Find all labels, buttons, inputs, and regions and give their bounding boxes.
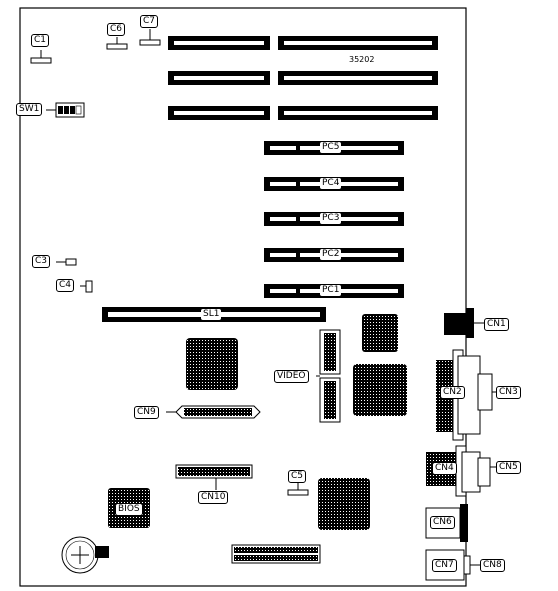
cn1-label: CN1 bbox=[484, 318, 509, 331]
c6-label: C6 bbox=[107, 23, 126, 36]
video-label: VIDEO bbox=[274, 370, 309, 383]
sw1-label: SW1 bbox=[16, 103, 43, 116]
cn3-label: CN3 bbox=[496, 386, 521, 399]
sw1-switch bbox=[46, 102, 85, 118]
pc2-label: PC2 bbox=[320, 249, 342, 260]
chip-2 bbox=[362, 314, 398, 352]
cn8-label: CN8 bbox=[480, 559, 505, 572]
c3-label: C3 bbox=[32, 255, 51, 268]
cn10-header bbox=[175, 464, 253, 490]
bios-label: BIOS bbox=[115, 503, 143, 516]
chip-3 bbox=[353, 364, 407, 416]
pc3-label: PC3 bbox=[320, 213, 342, 224]
video-memory bbox=[319, 329, 341, 423]
sl1-label: SL1 bbox=[201, 309, 222, 320]
c3-component bbox=[65, 258, 77, 266]
c1-label: C1 bbox=[31, 34, 50, 47]
pc4-label: PC4 bbox=[320, 178, 342, 189]
c1-component bbox=[30, 57, 52, 64]
pc5-label: PC5 bbox=[320, 142, 342, 153]
cn4-label: CN4 bbox=[432, 462, 457, 475]
cn7-label: CN7 bbox=[432, 559, 457, 572]
c4-label: C4 bbox=[56, 279, 75, 292]
cn2-label: CN2 bbox=[440, 386, 465, 399]
c5-component bbox=[287, 489, 309, 496]
c7-component bbox=[139, 39, 161, 46]
c5-label: C5 bbox=[288, 470, 307, 483]
cn10-label: CN10 bbox=[198, 491, 229, 504]
cn1-connector bbox=[444, 308, 484, 338]
cn6-label: CN6 bbox=[430, 516, 455, 529]
c6-component bbox=[106, 43, 128, 50]
chip-4 bbox=[318, 478, 370, 530]
pc1-label: PC1 bbox=[320, 285, 342, 296]
c7-label: C7 bbox=[140, 15, 159, 28]
battery bbox=[61, 536, 109, 574]
chip-1 bbox=[186, 338, 238, 390]
cn5-label: CN5 bbox=[496, 461, 521, 474]
cn9-label: CN9 bbox=[134, 406, 159, 419]
cn9-connector bbox=[166, 405, 261, 419]
c4-component bbox=[85, 280, 93, 293]
power-connector bbox=[231, 544, 321, 564]
board-number: 35202 bbox=[349, 55, 375, 64]
isa-slots bbox=[168, 36, 438, 120]
